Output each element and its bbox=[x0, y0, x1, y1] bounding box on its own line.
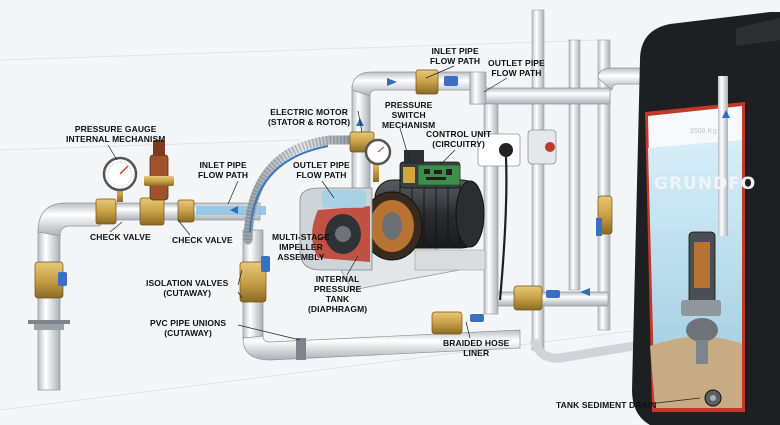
label-line: ISOLATION VALVES bbox=[146, 278, 229, 288]
label-line: TANK bbox=[325, 294, 350, 304]
label-line: CHECK VALVE bbox=[90, 232, 151, 242]
label-line: PRESSURE GAUGE bbox=[74, 124, 157, 134]
label-line: CONTROL UNIT bbox=[426, 129, 492, 139]
label-line: MECHANISM bbox=[382, 120, 436, 130]
label-inlet-pipe-mid: INLET PIPE FLOW PATH bbox=[198, 160, 248, 180]
label-electric-motor: ELECTRIC MOTOR (STATOR & ROTOR) bbox=[268, 107, 350, 127]
label-line: INTERNAL MECHANISM bbox=[66, 134, 166, 144]
label-line: SWITCH bbox=[391, 110, 426, 120]
label-line: (CIRCUITRY) bbox=[432, 139, 485, 149]
water-tank bbox=[632, 12, 780, 425]
braided-hose bbox=[243, 135, 361, 245]
label-line: IMPELLER bbox=[279, 242, 323, 252]
label-pvc-unions: PVC PIPE UNIONS (CUTAWAY) bbox=[150, 318, 226, 338]
pressure-gauge bbox=[102, 156, 138, 202]
label-impeller: MULTI-STAGE IMPELLER ASSEMBLY bbox=[272, 232, 330, 262]
label-inlet-pipe-top: INLET PIPE FLOW PATH bbox=[430, 46, 480, 66]
label-pressure-tank: INTERNAL PRESSURE TANK (DIAPHRAGM) bbox=[308, 274, 367, 314]
lower-supply-pipe bbox=[239, 229, 521, 361]
label-isolation-valves: ISOLATION VALVES (CUTAWAY) bbox=[146, 278, 228, 298]
label-line: BRAIDED HOSE bbox=[443, 338, 510, 348]
label-line: OUTLET PIPE bbox=[488, 58, 545, 68]
label-line: ASSEMBLY bbox=[277, 252, 325, 262]
left-inlet-pipe bbox=[28, 202, 101, 391]
label-line: INLET PIPE bbox=[199, 160, 247, 170]
label-line: FLOW PATH bbox=[296, 170, 347, 180]
label-braided-hose: BRAIDED HOSE LINER bbox=[443, 338, 509, 358]
label-outlet-pipe-mid: OUTLET PIPE FLOW PATH bbox=[293, 160, 350, 180]
label-line: ELECTRIC MOTOR bbox=[270, 107, 348, 117]
label-line: (STATOR & ROTOR) bbox=[268, 117, 351, 127]
label-pressure-gauge: PRESSURE GAUGE INTERNAL MECHANISM bbox=[66, 124, 165, 144]
label-line: INLET PIPE bbox=[431, 46, 479, 56]
label-line: FLOW PATH bbox=[430, 56, 481, 66]
pump-unit bbox=[299, 138, 486, 291]
label-line: LINER bbox=[463, 348, 490, 358]
wall-outlet bbox=[477, 133, 521, 301]
inlet-horizontal-pipe bbox=[95, 197, 266, 226]
label-line: CHECK VALVE bbox=[172, 235, 233, 245]
label-line: PRESSURE bbox=[313, 284, 362, 294]
label-sediment-drain: TANK SEDIMENT DRAIN bbox=[556, 400, 656, 410]
label-check-valve-left: CHECK VALVE bbox=[90, 232, 151, 242]
label-line: MULTI-STAGE bbox=[272, 232, 330, 242]
label-line: (CUTAWAY) bbox=[163, 288, 211, 298]
label-outlet-pipe-top: OUTLET PIPE FLOW PATH bbox=[488, 58, 545, 78]
label-line: (DIAPHRAGM) bbox=[308, 304, 368, 314]
label-line: INTERNAL bbox=[315, 274, 360, 284]
label-line: PRESSURE bbox=[384, 100, 433, 110]
label-check-valve-right: CHECK VALVE bbox=[172, 235, 233, 245]
label-line: OUTLET PIPE bbox=[293, 160, 350, 170]
tank-return-line bbox=[497, 195, 641, 363]
tank-brand-text: GRUNDFO bbox=[654, 174, 757, 194]
tank-capacity-text: 2500 Kg bbox=[690, 128, 717, 135]
label-line: FLOW PATH bbox=[198, 170, 249, 180]
label-pressure-switch: PRESSURE SWITCH MECHANISM bbox=[382, 100, 435, 130]
leader-lines bbox=[107, 65, 701, 405]
label-line: FLOW PATH bbox=[491, 68, 542, 78]
label-line: (CUTAWAY) bbox=[164, 328, 212, 338]
label-control-unit: CONTROL UNIT (CIRCUITRY) bbox=[426, 129, 491, 149]
label-line: PVC PIPE UNIONS bbox=[150, 318, 227, 328]
wall-valve bbox=[527, 129, 557, 165]
pressure-regulator bbox=[144, 140, 174, 201]
label-line: TANK SEDIMENT DRAIN bbox=[556, 400, 657, 410]
